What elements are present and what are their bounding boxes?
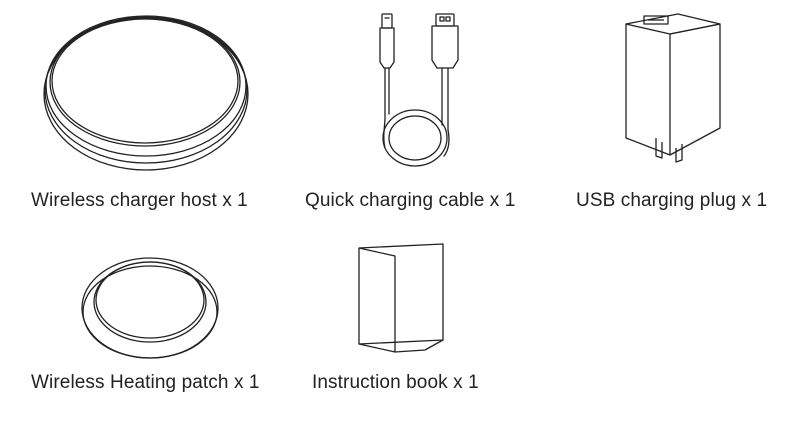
- wireless-charger-icon: [40, 14, 260, 164]
- item-label: Wireless Heating patch x 1: [31, 372, 260, 393]
- item-label: USB charging plug x 1: [576, 190, 768, 211]
- item-label: Wireless charger host x 1: [31, 190, 248, 211]
- usb-plug-icon: [620, 10, 730, 165]
- instruction-book-icon: [355, 240, 450, 360]
- usb-cable-icon: [370, 10, 470, 175]
- item-label: Quick charging cable x 1: [305, 190, 516, 211]
- heating-patch-icon: [78, 250, 223, 362]
- item-label: Instruction book x 1: [312, 372, 479, 393]
